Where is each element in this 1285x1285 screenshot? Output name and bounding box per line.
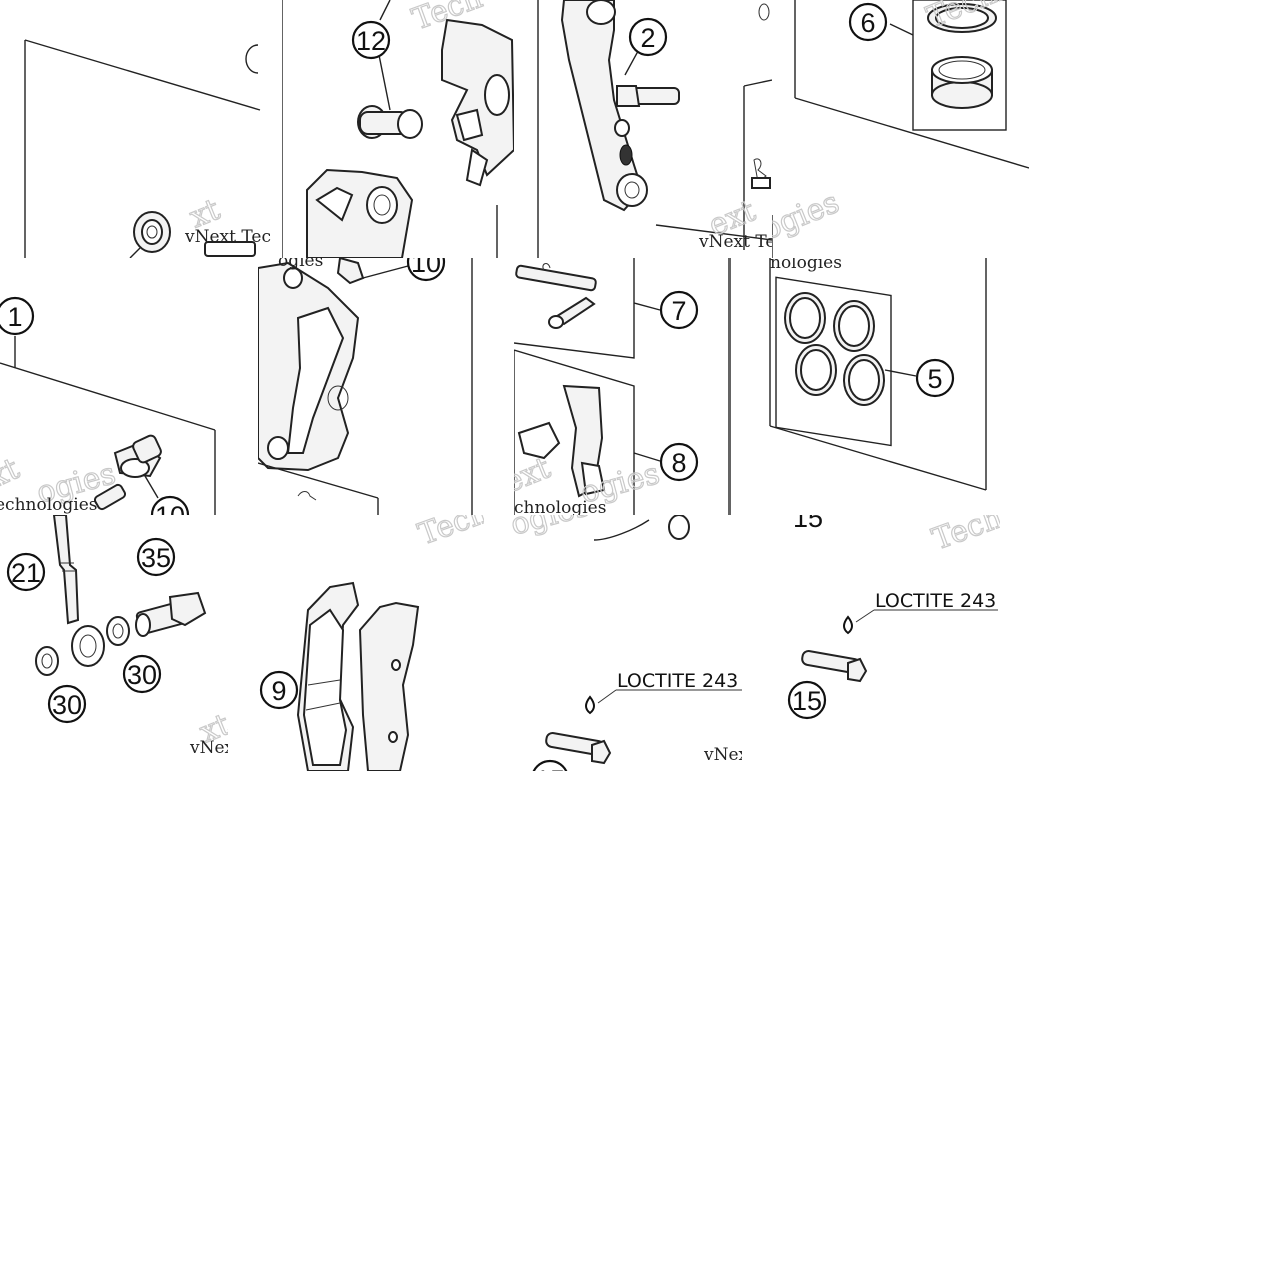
seal-ring-part (133, 211, 171, 253)
caliper-body-part (258, 261, 360, 472)
svg-text:21: 21 (11, 558, 41, 588)
loctite-note-2: LOCTITE 243 (875, 590, 996, 612)
watermark-outline: xt (0, 451, 25, 495)
seal-ring-2 (833, 300, 875, 352)
bleed-valve-part (113, 434, 162, 478)
tile-r2c2: 10 ogies (258, 258, 514, 515)
pad-spring-part (517, 384, 606, 498)
seal-ring-3 (795, 344, 837, 396)
callout-8: 8 (659, 442, 699, 482)
bleed-nipple-part (93, 483, 127, 511)
svg-text:10: 10 (155, 501, 185, 515)
tile-r3c1: 21 35 30 30 vNext xt (0, 515, 228, 771)
svg-text:9: 9 (271, 676, 286, 706)
pin-part (515, 263, 597, 292)
callout-5: 5 (915, 358, 955, 398)
guide-pin-part-2 (801, 650, 868, 683)
washer-left (35, 646, 59, 676)
svg-text:30: 30 (52, 690, 82, 720)
watermark-outline: ext (514, 450, 555, 500)
svg-text:8: 8 (671, 448, 686, 478)
brake-hose-part (52, 515, 105, 667)
callout-35: 35 (136, 537, 176, 577)
svg-text:1: 1 (7, 302, 22, 332)
svg-text:30: 30 (127, 660, 157, 690)
clip-part (548, 296, 596, 329)
callout-21: 21 (6, 552, 46, 592)
watermark-text: chnologies (514, 498, 606, 515)
loctite-drop-icon (585, 695, 595, 715)
watermark-text: ogies (278, 258, 323, 271)
tile-r3c3: ogies LOCTITE 243 15 vNext (484, 515, 742, 771)
seal-ring-1 (784, 292, 826, 344)
seal-ring-4 (843, 354, 885, 406)
piston-part-upper (927, 3, 997, 33)
loctite-drop-icon-2 (843, 615, 853, 635)
svg-text:15: 15 (793, 515, 823, 533)
tile-r3c4: 15 Tech LOCTITE 243 15 (742, 515, 1000, 771)
brake-pad-front (296, 581, 360, 771)
callout-1: 1 (0, 296, 35, 336)
tile-r1c2: 12 Tech (282, 0, 514, 258)
caliper-upper-part (306, 168, 414, 258)
svg-text:2: 2 (640, 23, 655, 53)
tile-r1c1: vNext Tec xt (0, 0, 282, 258)
banjo-bolt-part (135, 591, 207, 637)
watermark-text: vNext Tec (184, 227, 271, 247)
svg-text:7: 7 (671, 296, 686, 326)
watermark-text: vNext Techn (698, 232, 772, 252)
watermark-text: echnologies (0, 495, 98, 515)
callout-10-upper: 10 (406, 258, 446, 282)
watermark-outline: Tech (414, 515, 484, 553)
watermark-text: vNext (703, 745, 742, 765)
tile-r3c2: 9 Tech (228, 515, 484, 771)
callout-30-left: 30 (47, 684, 87, 724)
watermark-text: nologies (770, 258, 842, 273)
partial-callout-15-top: 15 (793, 515, 823, 533)
tile-r1c4: 6 Techno ogies (772, 0, 1029, 258)
callout-9: 9 (259, 670, 299, 710)
tile-r2c3: 7 8 ext chnologies ogies (514, 258, 730, 515)
watermark-outline: ogies (507, 515, 593, 543)
tile-r2c1: 1 10 xt ogies echnologies (0, 258, 258, 515)
callout-7: 7 (659, 290, 699, 330)
loctite-note: LOCTITE 243 (617, 670, 738, 692)
callout-15: 15 (787, 680, 827, 720)
bolt-12-part (357, 105, 423, 139)
svg-text:15: 15 (792, 686, 822, 716)
guide-pin-part (545, 732, 612, 765)
callout-30-right: 30 (122, 654, 162, 694)
bracket-part (441, 18, 514, 187)
partial-callout-arc (245, 44, 259, 74)
svg-text:6: 6 (860, 8, 875, 38)
watermark-outline: ogies (772, 185, 844, 247)
callout-15-lower: 15 (532, 759, 568, 771)
watermark-outline: Tech (928, 515, 1000, 558)
tile-r1c3: 2 vNext Techn ext (514, 0, 772, 258)
svg-text:15: 15 (535, 765, 565, 771)
piston-part-lower (931, 56, 993, 109)
watermark-text: vNext (189, 738, 228, 758)
callout-2: 2 (628, 17, 668, 57)
svg-text:5: 5 (927, 364, 942, 394)
brake-pad-back (358, 601, 420, 771)
callout-10-lower: 10 (150, 495, 190, 515)
washer-right (106, 616, 130, 646)
lever-arm-part (560, 0, 680, 212)
svg-text:35: 35 (141, 543, 171, 573)
tile-r2c4: 5 nologies (730, 258, 988, 515)
callout-12: 12 (351, 20, 391, 60)
svg-text:12: 12 (356, 26, 386, 56)
callout-6: 6 (848, 2, 888, 42)
svg-text:10: 10 (411, 258, 441, 278)
bleed-screw-part (336, 258, 365, 285)
